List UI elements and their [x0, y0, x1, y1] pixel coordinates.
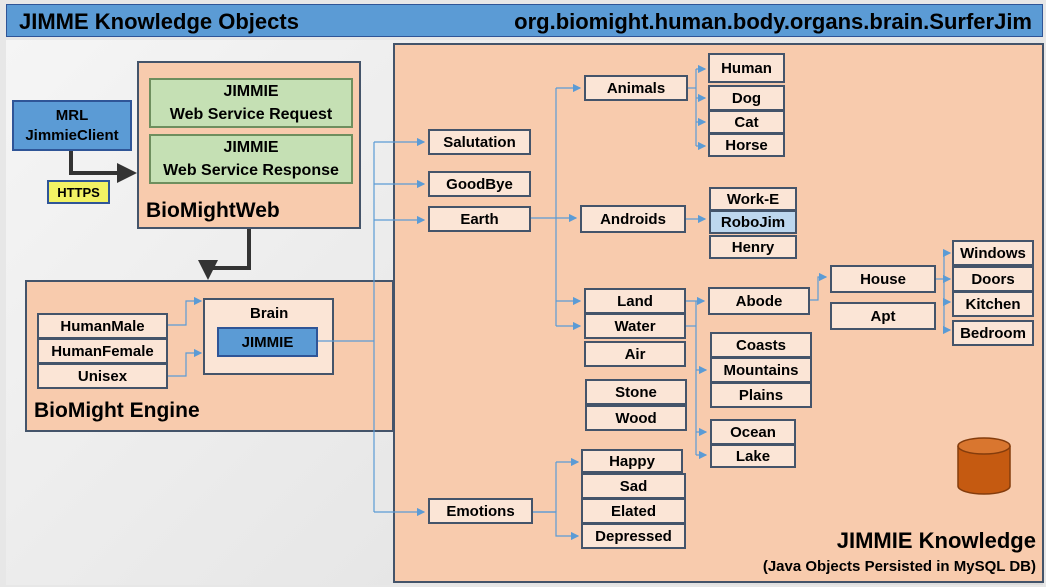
node-henry[interactable]: Henry: [709, 235, 797, 259]
client-line1: MRL: [55, 106, 89, 124]
jimmie-node[interactable]: JIMMIE: [217, 327, 318, 357]
package-name: org.biomight.human.body.organs.brain.Sur…: [514, 9, 1032, 34]
node-air[interactable]: Air: [584, 341, 686, 367]
header-bar: JIMME Knowledge Objects org.biomight.hum…: [6, 4, 1043, 37]
node-earth[interactable]: Earth: [428, 206, 531, 232]
https-badge: HTTPS: [47, 180, 110, 204]
biomight-engine-label: BioMight Engine: [34, 399, 200, 422]
node-cat[interactable]: Cat: [708, 110, 785, 134]
database-icon: [957, 437, 1011, 495]
node-water[interactable]: Water: [584, 313, 686, 339]
node-dog[interactable]: Dog: [708, 85, 785, 111]
node-happy[interactable]: Happy: [581, 449, 683, 473]
node-goodbye[interactable]: GoodBye: [428, 171, 531, 197]
mrl-jimmie-client[interactable]: MRL JimmieClient: [12, 100, 132, 151]
node-abode[interactable]: Abode: [708, 287, 810, 315]
node-horse[interactable]: Horse: [708, 133, 785, 157]
node-coasts[interactable]: Coasts: [710, 332, 812, 358]
node-emotions[interactable]: Emotions: [428, 498, 533, 524]
node-apt[interactable]: Apt: [830, 302, 936, 330]
request-line2: Web Service Request: [169, 106, 333, 123]
knowledge-title: JIMMIE Knowledge: [836, 528, 1036, 553]
node-work-e[interactable]: Work-E: [709, 187, 797, 211]
node-land[interactable]: Land: [584, 288, 686, 314]
node-plains[interactable]: Plains: [710, 382, 812, 408]
node-animals[interactable]: Animals: [584, 75, 688, 101]
engine-input-humanmale[interactable]: HumanMale: [37, 313, 168, 339]
node-androids[interactable]: Androids: [580, 205, 686, 233]
node-stone[interactable]: Stone: [585, 379, 687, 405]
node-human[interactable]: Human: [708, 53, 785, 83]
biomightweb-label: BioMightWeb: [146, 199, 280, 222]
node-windows[interactable]: Windows: [952, 240, 1034, 266]
node-sad[interactable]: Sad: [581, 473, 686, 499]
node-bedroom[interactable]: Bedroom: [952, 320, 1034, 346]
node-elated[interactable]: Elated: [581, 498, 686, 524]
knowledge-subtitle: (Java Objects Persisted in MySQL DB): [762, 558, 1036, 575]
web-service-request[interactable]: JIMMIE Web Service Request: [149, 78, 353, 128]
web-service-response[interactable]: JIMMIE Web Service Response: [149, 134, 353, 184]
node-ocean[interactable]: Ocean: [710, 419, 796, 445]
node-wood[interactable]: Wood: [585, 405, 687, 431]
node-salutation[interactable]: Salutation: [428, 129, 531, 155]
node-mountains[interactable]: Mountains: [710, 357, 812, 383]
node-depressed[interactable]: Depressed: [581, 523, 686, 549]
node-lake[interactable]: Lake: [710, 444, 796, 468]
node-doors[interactable]: Doors: [952, 266, 1034, 292]
brain-label: Brain: [250, 305, 289, 322]
request-line1: JIMMIE: [223, 83, 279, 100]
response-line2: Web Service Response: [163, 162, 339, 179]
node-robojim[interactable]: RoboJim: [709, 210, 797, 234]
node-house[interactable]: House: [830, 265, 936, 293]
engine-input-humanfemale[interactable]: HumanFemale: [37, 338, 168, 364]
page-title: JIMME Knowledge Objects: [19, 9, 299, 34]
response-line1: JIMMIE: [223, 139, 279, 156]
engine-input-unisex[interactable]: Unisex: [37, 363, 168, 389]
node-kitchen[interactable]: Kitchen: [952, 291, 1034, 317]
client-line2: JimmieClient: [25, 126, 119, 144]
